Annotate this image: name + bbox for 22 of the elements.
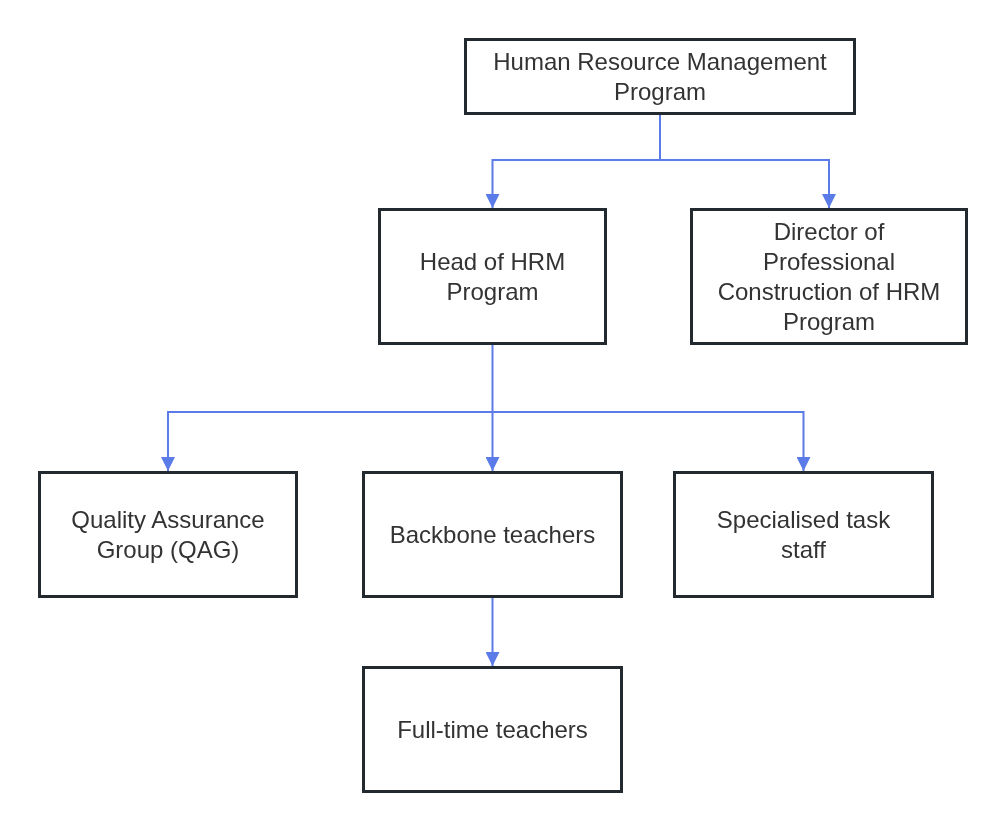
node-text: Director of Professional Construction of HRM Program: [716, 216, 942, 337]
node-text: Specialised task staff: [715, 504, 892, 565]
node-text: Backbone teachers: [389, 519, 596, 550]
node-text: Human Resource Management Program: [492, 46, 828, 107]
connector-arrow: [485, 159, 661, 209]
org-box: [690, 208, 968, 345]
org-box: [673, 471, 934, 598]
connector-arrow: [659, 159, 836, 209]
connector-line: [491, 344, 494, 413]
org-box: [362, 666, 623, 793]
org-box: [464, 38, 856, 115]
connector-line: [659, 114, 661, 161]
connector-arrow: [491, 411, 811, 472]
org-box: [362, 471, 623, 598]
connector-arrow: [161, 411, 494, 472]
org-box: [38, 471, 298, 598]
connector-arrow: [485, 597, 500, 667]
node-text: Head of HRM Program: [418, 246, 567, 307]
node-text: Quality Assurance Group (QAG): [70, 504, 266, 565]
connector-arrow: [485, 411, 500, 472]
node-text: Full-time teachers: [397, 714, 588, 745]
org-box: [378, 208, 607, 345]
